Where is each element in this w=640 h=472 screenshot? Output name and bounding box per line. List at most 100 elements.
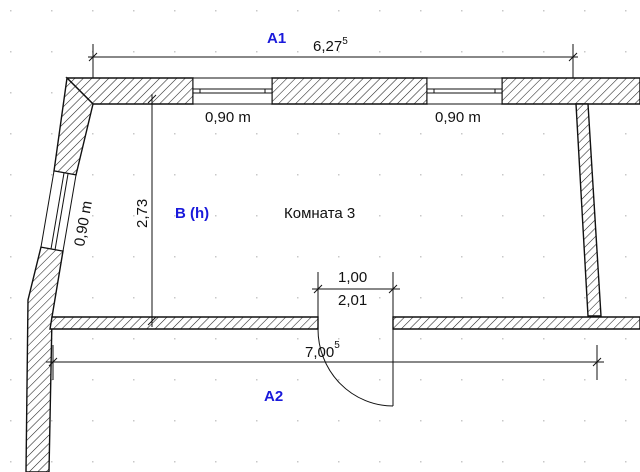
- grid-dot: [10, 338, 12, 340]
- bottom-length-sup: 5: [334, 340, 340, 351]
- grid-dot: [461, 338, 463, 340]
- grid-dot: [625, 10, 627, 12]
- grid-dot: [338, 379, 340, 381]
- label-b: B (h): [175, 205, 209, 222]
- grid-dot: [10, 51, 12, 53]
- grid-dot: [10, 215, 12, 217]
- grid-dot: [625, 174, 627, 176]
- top-length-main: 6,27: [313, 38, 342, 55]
- label-a1: A1: [267, 30, 286, 47]
- grid-dot: [174, 10, 176, 12]
- grid-dot: [174, 133, 176, 135]
- grid-dot: [543, 297, 545, 299]
- window-left-width: 0,90 m: [71, 200, 96, 248]
- grid-dot: [297, 420, 299, 422]
- grid-dot: [256, 256, 258, 258]
- grid-dot: [338, 297, 340, 299]
- grid-dot: [256, 174, 258, 176]
- grid-dot: [625, 215, 627, 217]
- grid-dot: [502, 297, 504, 299]
- grid-dot: [502, 133, 504, 135]
- grid-dot: [297, 461, 299, 463]
- grid-dot: [133, 215, 135, 217]
- grid-dot: [92, 379, 94, 381]
- grid-dot: [461, 420, 463, 422]
- grid-dot: [133, 10, 135, 12]
- window-top-left: [192, 77, 273, 105]
- grid-dot: [338, 51, 340, 53]
- bottom-wall-right: [392, 316, 640, 330]
- top-length-value: 6,275: [313, 36, 348, 55]
- grid-dot: [543, 10, 545, 12]
- grid-dot: [461, 461, 463, 463]
- bottom-length-value: 7,005: [305, 340, 340, 361]
- grid-dot: [256, 297, 258, 299]
- grid-dot: [379, 461, 381, 463]
- grid-dot: [92, 133, 94, 135]
- grid-dot: [502, 379, 504, 381]
- grid-dot: [584, 297, 586, 299]
- grid-dot: [420, 461, 422, 463]
- grid-dot: [10, 10, 12, 12]
- grid-dot: [543, 51, 545, 53]
- right-partition-wall: [575, 103, 602, 317]
- grid-dot: [174, 461, 176, 463]
- grid-dot: [256, 133, 258, 135]
- grid-dot: [92, 420, 94, 422]
- grid-dot: [379, 379, 381, 381]
- grid-dot: [10, 174, 12, 176]
- window-left: [40, 170, 77, 252]
- grid-dot: [133, 133, 135, 135]
- grid-dot: [584, 51, 586, 53]
- grid-dot: [51, 461, 53, 463]
- grid-dot: [133, 379, 135, 381]
- grid-dot: [133, 256, 135, 258]
- grid-dot: [338, 174, 340, 176]
- grid-dot: [338, 256, 340, 258]
- grid-dot: [297, 133, 299, 135]
- grid-dot: [297, 174, 299, 176]
- window-top-right: [426, 77, 503, 105]
- grid-dot: [92, 256, 94, 258]
- grid-dot: [174, 215, 176, 217]
- grid-dot: [215, 215, 217, 217]
- grid-dot: [92, 461, 94, 463]
- grid-dot: [625, 461, 627, 463]
- grid-dot: [10, 379, 12, 381]
- grid-dot: [420, 10, 422, 12]
- grid-dot: [502, 10, 504, 12]
- grid-dot: [215, 379, 217, 381]
- grid-dot: [174, 51, 176, 53]
- grid-dot: [379, 10, 381, 12]
- grid-dot: [584, 338, 586, 340]
- grid-dot: [502, 51, 504, 53]
- left-wall-lower: [25, 246, 64, 472]
- top-wall-middle: [271, 77, 428, 105]
- grid-dot: [543, 379, 545, 381]
- grid-dot: [379, 297, 381, 299]
- grid-dot: [92, 174, 94, 176]
- grid-dot: [379, 174, 381, 176]
- grid-dot: [51, 174, 53, 176]
- grid-dot: [10, 461, 12, 463]
- grid-dot: [215, 51, 217, 53]
- grid-dot: [461, 379, 463, 381]
- grid-dot: [215, 297, 217, 299]
- grid-dot: [543, 338, 545, 340]
- grid-dot: [502, 174, 504, 176]
- grid-dot: [215, 174, 217, 176]
- label-a2: A2: [264, 388, 283, 405]
- grid-dot: [420, 215, 422, 217]
- grid-dot: [461, 133, 463, 135]
- grid-dot: [174, 174, 176, 176]
- grid-dot: [461, 297, 463, 299]
- window-top-left-width: 0,90 m: [205, 109, 251, 126]
- door-height-value: 2,01: [338, 292, 367, 309]
- grid-dot: [297, 297, 299, 299]
- grid-dot: [256, 420, 258, 422]
- grid-dot: [461, 10, 463, 12]
- grid-dot: [338, 461, 340, 463]
- background-grid: [10, 10, 627, 463]
- grid-dot: [10, 420, 12, 422]
